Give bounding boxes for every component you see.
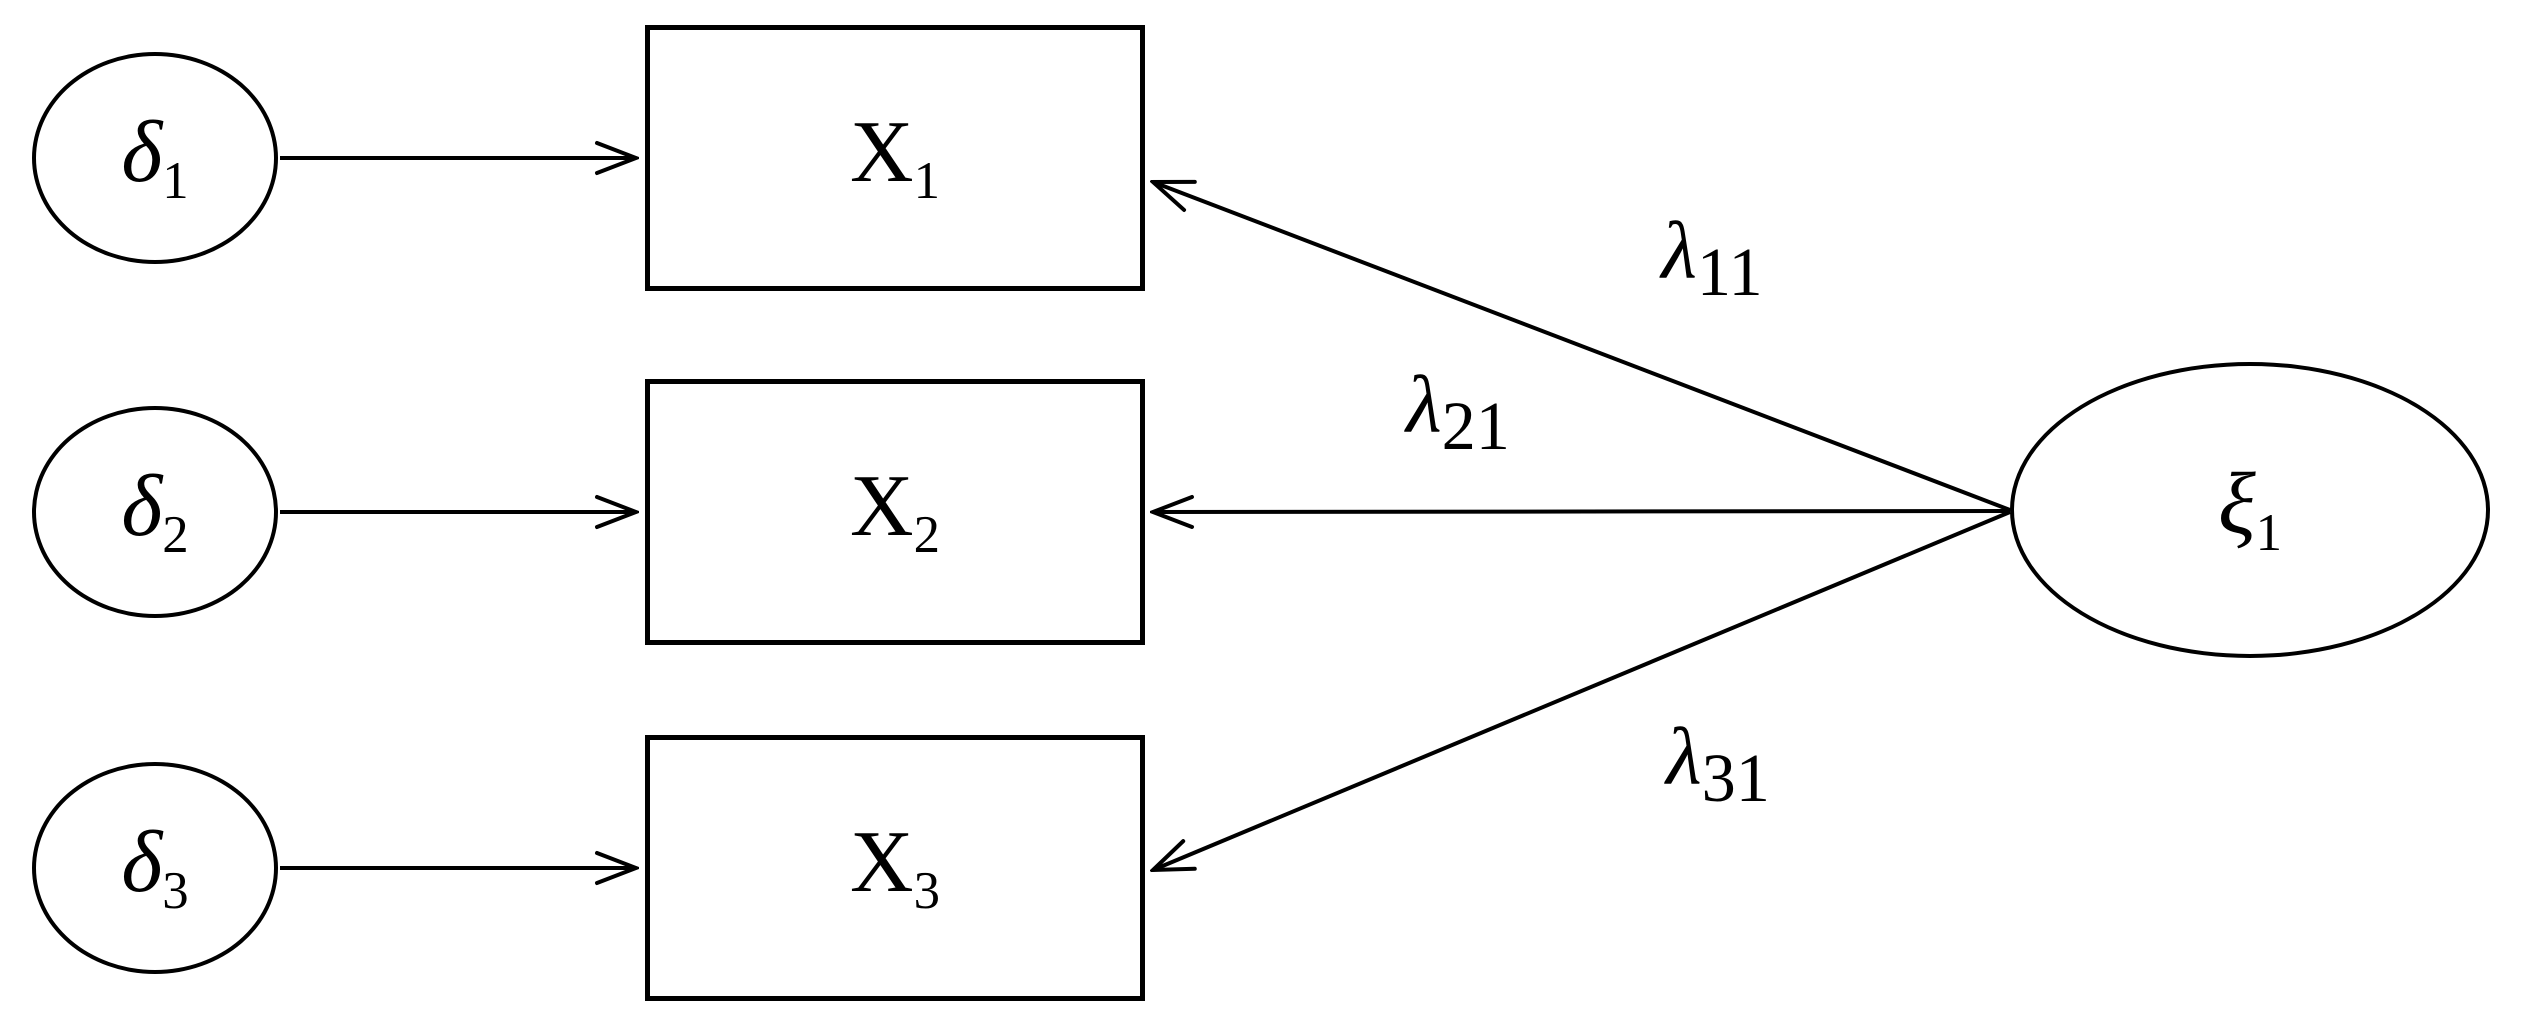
lambda21-symbol: λ [1406,358,1442,450]
arrow-xi1-to-x3 [1153,510,2011,870]
loading-label-lambda31: λ31 [1666,715,1770,817]
x3-subscript: 3 [913,861,940,920]
lambda11-symbol: λ [1661,204,1697,296]
lambda21-subscript: 21 [1441,388,1510,465]
error-node-delta1: δ1 [32,52,278,264]
error-label-delta2: δ2 [121,462,189,564]
lambda31-symbol: λ [1666,710,1702,802]
error-label-delta1: δ1 [121,108,189,210]
arrow-xi1-to-x2 [1153,511,2011,512]
delta1-subscript: 1 [162,151,189,210]
x1-subscript: 1 [913,151,940,210]
x3-symbol: X [850,813,914,911]
x2-symbol: X [850,457,914,555]
delta3-subscript: 3 [162,861,189,920]
error-node-delta2: δ2 [32,406,278,618]
x1-symbol: X [850,103,914,201]
observed-label-x2: X2 [850,462,940,564]
lambda11-subscript: 11 [1696,234,1763,311]
delta1-symbol: δ [121,103,163,201]
delta3-symbol: δ [121,813,163,911]
latent-node-xi1: ξ1 [2010,362,2490,658]
observed-node-x2: X2 [645,379,1145,645]
loading-label-lambda21: λ21 [1406,363,1510,465]
error-label-delta3: δ3 [121,818,189,920]
arrow-xi1-to-x1 [1153,182,2011,512]
latent-label-xi1: ξ1 [2218,460,2283,562]
observed-label-x1: X1 [850,108,940,210]
observed-node-x1: X1 [645,25,1145,291]
xi1-symbol: ξ [2217,455,2256,553]
delta2-subscript: 2 [162,505,189,564]
loading-label-lambda11: λ11 [1661,209,1763,311]
observed-node-x3: X3 [645,735,1145,1001]
error-node-delta3: δ3 [32,762,278,974]
lambda31-subscript: 31 [1701,740,1770,817]
xi1-subscript: 1 [2255,503,2283,562]
observed-label-x3: X3 [850,818,940,920]
x2-subscript: 2 [913,505,940,564]
delta2-symbol: δ [121,457,163,555]
